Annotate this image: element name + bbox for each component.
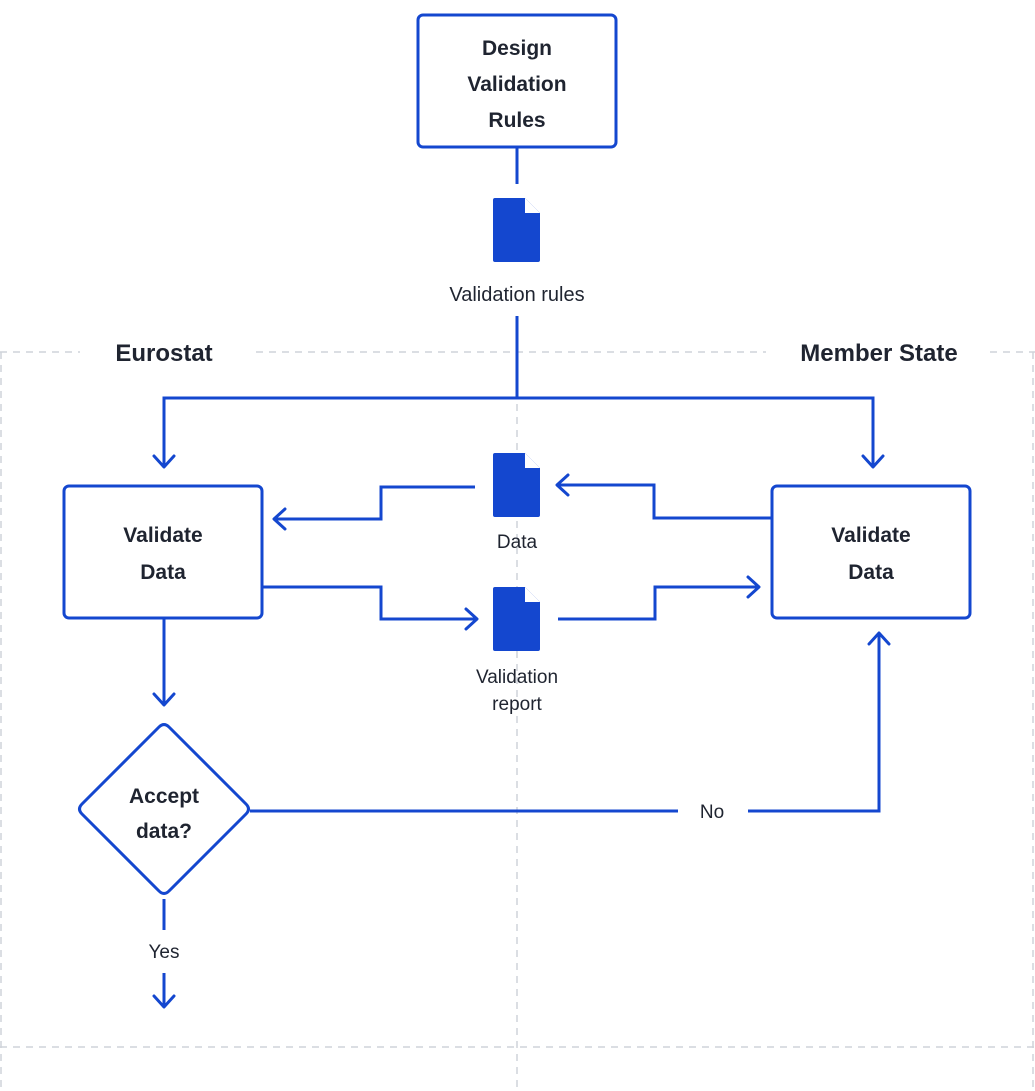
member-validate-line-1: Validate bbox=[831, 524, 910, 547]
eurostat-validate-frame bbox=[62, 484, 264, 620]
data-document-label: Data bbox=[497, 532, 538, 553]
document-icon bbox=[493, 453, 540, 517]
arrowhead-to-decision bbox=[152, 692, 176, 707]
lane-title-eurostat: Eurostat bbox=[115, 340, 212, 367]
arrowhead-to-eurostat-top bbox=[152, 454, 176, 469]
decision-diamond bbox=[78, 723, 250, 895]
validation-rules-label: Validation rules bbox=[449, 284, 584, 306]
arrowhead-to-report-doc bbox=[464, 607, 479, 631]
design-box-line-2: Validation bbox=[467, 73, 566, 96]
member-validate-frame bbox=[770, 484, 972, 620]
eurostat-validate-line-2: Data bbox=[140, 561, 186, 584]
eurostat-validate-line-1: Validate bbox=[123, 524, 202, 547]
eurostat-validate-data-box: Validate Data bbox=[62, 484, 264, 620]
design-box-frame bbox=[416, 13, 618, 149]
arrowhead-to-member-top bbox=[861, 454, 885, 469]
document-icon bbox=[493, 587, 540, 651]
connector-branch-left bbox=[162, 396, 517, 466]
lane-title-member-state: Member State bbox=[800, 340, 957, 367]
edge-label-no: No bbox=[700, 802, 724, 823]
connector-data-to-eurostat bbox=[274, 485, 475, 521]
data-document: Data bbox=[493, 453, 540, 553]
connector-no-to-member bbox=[748, 634, 881, 813]
design-box-line-3: Rules bbox=[488, 109, 545, 132]
design-validation-rules-box: Design Validation Rules bbox=[416, 13, 618, 149]
validation-report-label-line-2: report bbox=[492, 694, 542, 715]
connector-member-to-data bbox=[558, 483, 771, 520]
arrowhead-to-member-side bbox=[746, 575, 761, 599]
connectors bbox=[162, 147, 881, 1006]
arrowhead-yes-down bbox=[152, 994, 176, 1009]
validation-rules-document: Validation rules bbox=[449, 198, 585, 306]
connector-branch-right bbox=[517, 396, 875, 466]
edge-label-yes: Yes bbox=[149, 942, 180, 963]
member-state-validate-data-box: Validate Data bbox=[770, 484, 972, 620]
validation-report-label-line-1: Validation bbox=[476, 667, 558, 688]
decision-line-2: data? bbox=[136, 820, 192, 843]
design-box-line-1: Design bbox=[482, 37, 552, 60]
accept-data-decision: Accept data? bbox=[78, 723, 250, 895]
document-icon bbox=[493, 198, 540, 262]
arrowhead-to-member-bottom bbox=[867, 631, 891, 646]
arrowhead-to-data-doc bbox=[555, 473, 570, 497]
validation-report-document: Validation report bbox=[476, 587, 558, 715]
arrowhead-to-eurostat-side bbox=[272, 507, 287, 531]
connector-eurostat-to-report bbox=[263, 585, 476, 621]
arrowheads bbox=[152, 454, 891, 1009]
decision-line-1: Accept bbox=[129, 785, 199, 808]
member-validate-line-2: Data bbox=[848, 561, 894, 584]
connector-report-to-member bbox=[558, 585, 758, 621]
